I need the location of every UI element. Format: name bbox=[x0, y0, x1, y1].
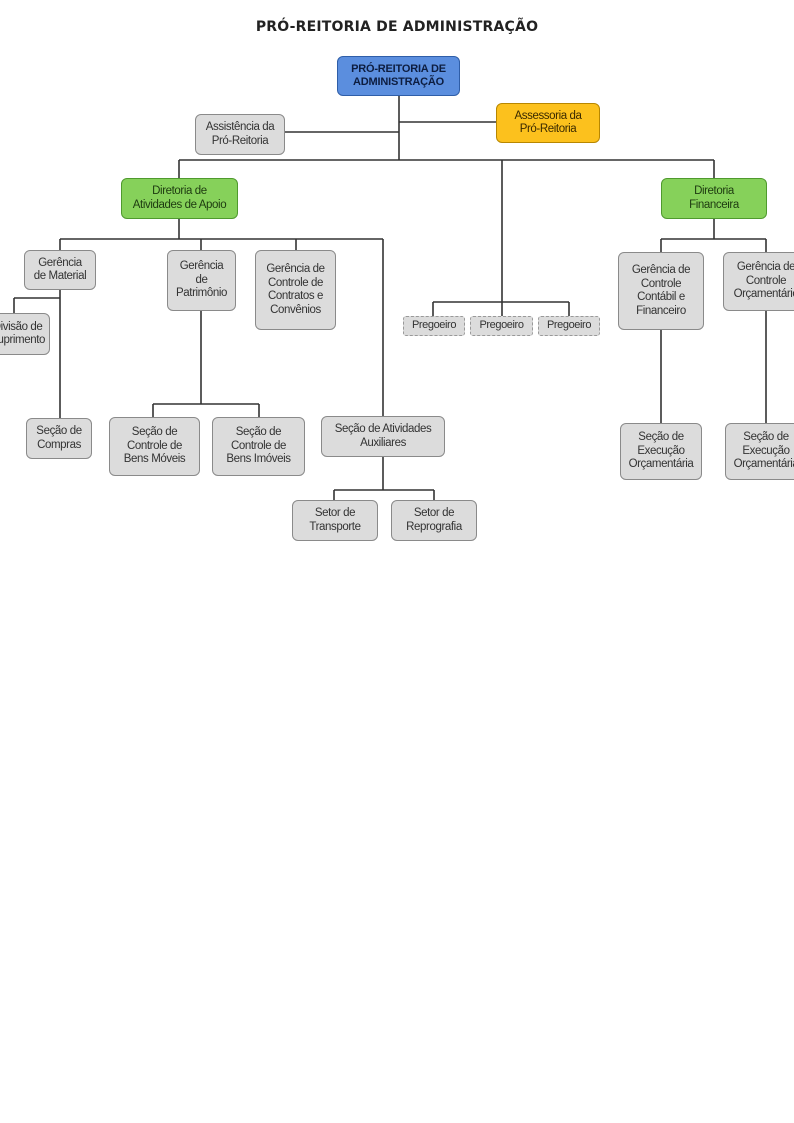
node-gerencia-contratos: Gerência de Controle de Contratos e Conv… bbox=[255, 250, 336, 330]
node-diretoria-financeira: Diretoria Financeira bbox=[661, 178, 767, 219]
node-gerencia-material: Gerência de Material bbox=[24, 250, 96, 290]
node-gerencia-contabil: Gerência de Controle Contábil e Financei… bbox=[618, 252, 704, 330]
node-secao-bens-imoveis: Seção de Controle de Bens Imóveis bbox=[212, 417, 305, 476]
node-secao-compras: Seção de Compras bbox=[26, 418, 92, 459]
node-secao-bens-moveis: Seção de Controle de Bens Móveis bbox=[109, 417, 200, 476]
node-secao-execucao-1: Seção de Execução Orçamentária bbox=[620, 423, 702, 480]
node-pregoeiro-1: Pregoeiro bbox=[403, 316, 465, 336]
node-assessoria: Assessoria da Pró-Reitoria bbox=[496, 103, 600, 143]
node-pregoeiro-2: Pregoeiro bbox=[470, 316, 533, 336]
node-pro-reitoria: PRÓ-REITORIA DE ADMINISTRAÇÃO bbox=[337, 56, 460, 96]
chart-title: PRÓ-REITORIA DE ADMINISTRAÇÃO bbox=[255, 19, 539, 35]
node-assistencia: Assistência da Pró-Reitoria bbox=[195, 114, 285, 155]
node-gerencia-patrimonio: Gerência de Patrimônio bbox=[167, 250, 236, 311]
node-secao-execucao-2: Seção de Execução Orçamentária bbox=[725, 423, 794, 480]
node-gerencia-orcamentario: Gerência de Controle Orçamentário bbox=[723, 252, 794, 311]
node-pregoeiro-3: Pregoeiro bbox=[538, 316, 600, 336]
node-diretoria-apoio: Diretoria de Atividades de Apoio bbox=[121, 178, 238, 219]
node-divisao-suprimento: Divisão de Suprimento bbox=[0, 313, 50, 355]
node-setor-transporte: Setor de Transporte bbox=[292, 500, 378, 541]
node-secao-atividades-auxiliares: Seção de Atividades Auxiliares bbox=[321, 416, 445, 457]
node-setor-reprografia: Setor de Reprografia bbox=[391, 500, 477, 541]
